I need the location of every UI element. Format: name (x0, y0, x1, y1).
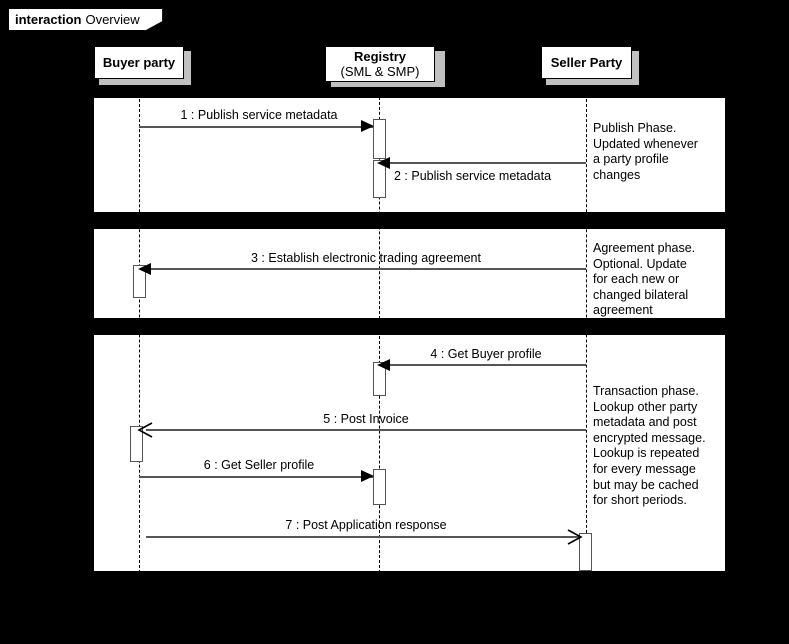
message-label-4: 4 : Get Buyer profile (430, 347, 542, 361)
phase-block-transaction (93, 334, 726, 572)
message-line-6 (139, 476, 373, 478)
message-label-6: 6 : Get Seller profile (203, 458, 315, 472)
lifeline-head-registry-label: Registry (353, 49, 407, 64)
arrowhead-filled-2 (377, 157, 390, 169)
lifeline-head-registry[interactable]: Registry (SML & SMP) (325, 46, 435, 82)
message-label-1: 1 : Publish service metadata (180, 108, 338, 122)
message-line-2 (386, 162, 586, 164)
phase-block-agreement (93, 228, 726, 319)
message-label-7: 7 : Post Application response (285, 518, 447, 532)
activation-bar-registry-1 (373, 119, 386, 159)
message-line-1 (139, 126, 373, 128)
activation-bar-registry-4 (373, 362, 386, 396)
arrowhead-filled-1 (361, 120, 374, 132)
message-line-3 (146, 268, 586, 270)
activation-bar-registry-6 (373, 469, 386, 505)
arrowhead-open-7 (567, 529, 583, 545)
arrowhead-filled-3 (138, 263, 151, 275)
phase-note-agreement: Agreement phase. Optional. Update for ea… (593, 241, 696, 318)
interaction-frame-tab: interaction Overview (8, 8, 163, 31)
message-line-5 (146, 429, 586, 431)
message-line-7 (146, 536, 580, 538)
arrowhead-open-5 (137, 422, 153, 438)
lifeline-seller (586, 79, 587, 573)
lifeline-head-seller-label: Seller Party (550, 55, 623, 70)
lifeline-head-buyer[interactable]: Buyer party (94, 46, 184, 79)
phase-note-publish: Publish Phase. Updated whenever a party … (593, 121, 698, 182)
lifeline-head-seller[interactable]: Seller Party (541, 46, 632, 79)
arrowhead-filled-6 (361, 470, 374, 482)
phase-block-publish (93, 97, 726, 213)
frame-keyword: interaction (15, 12, 82, 27)
activation-bar-buyer-3 (133, 265, 146, 298)
message-line-4 (386, 364, 586, 366)
message-label-2: 2 : Publish service metadata (394, 169, 552, 183)
message-label-3: 3 : Establish electronic trading agreeme… (251, 251, 481, 265)
lifeline-head-buyer-label: Buyer party (102, 55, 176, 70)
frame-name: Overview (85, 12, 140, 27)
message-label-5: 5 : Post Invoice (323, 412, 409, 426)
activation-bar-registry-2 (373, 160, 386, 198)
arrowhead-filled-4 (377, 359, 390, 371)
activation-bar-buyer-5 (130, 426, 143, 462)
lifeline-registry (379, 82, 380, 573)
activation-bar-seller-7 (579, 533, 592, 571)
lifeline-buyer (139, 79, 140, 573)
phase-note-transaction: Transaction phase. Lookup other party me… (593, 384, 706, 508)
lifeline-head-registry-sublabel: (SML & SMP) (340, 64, 420, 79)
